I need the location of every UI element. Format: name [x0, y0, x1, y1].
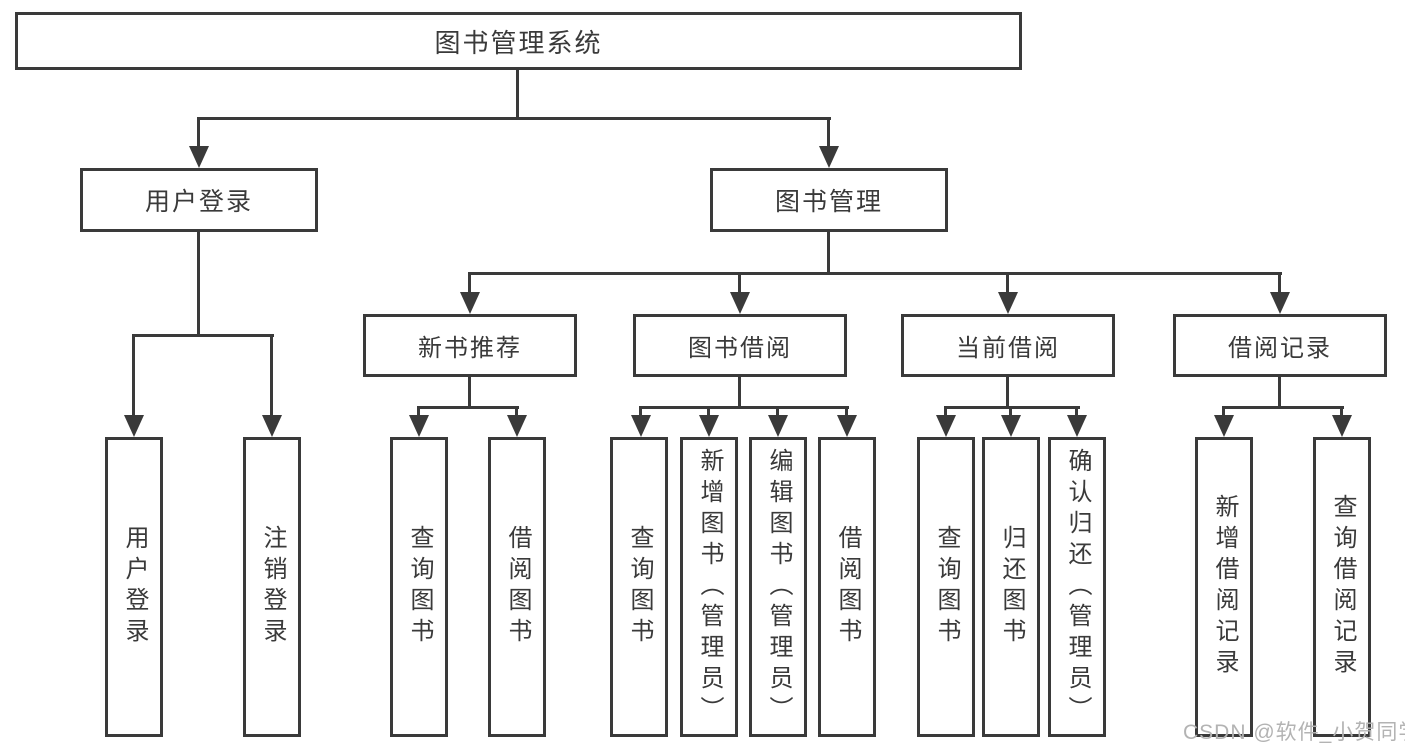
leaf-label: 查询借阅记录	[1329, 494, 1356, 680]
connector-line	[827, 230, 830, 274]
connector-line	[417, 406, 519, 409]
leaf-label: 查询图书	[933, 525, 960, 649]
connector-line	[738, 375, 741, 408]
connector-line	[1009, 406, 1012, 418]
arrow-down-icon	[460, 292, 480, 314]
leaf-newbook-query-books: 查询图书	[390, 437, 448, 737]
csdn-watermark: CSDN @软件_小贺同学	[1183, 721, 1405, 744]
leaf-borrowing-borrow-books: 借阅图书	[818, 437, 876, 737]
arrow-down-icon	[1067, 415, 1087, 437]
leaf-label: 归还图书	[998, 525, 1025, 649]
node-label: 当前借阅	[956, 335, 1060, 362]
leaf-newbook-borrow-books: 借阅图书	[488, 437, 546, 737]
leaf-current-return-books: 归还图书	[982, 437, 1040, 737]
connector-line	[197, 117, 200, 149]
leaf-borrowing-query-books: 查询图书	[610, 437, 668, 737]
connector-line	[468, 272, 1282, 275]
leaf-label: 查询图书	[626, 525, 653, 649]
arrow-down-icon	[837, 415, 857, 437]
arrow-down-icon	[819, 146, 839, 168]
node-label: 用户登录	[144, 188, 253, 216]
connector-line	[132, 334, 135, 418]
leaf-current-confirm-return-admin: 确认归还（管理员）	[1048, 437, 1106, 737]
arrow-down-icon	[262, 415, 282, 437]
connector-line	[845, 406, 848, 418]
leaf-records-query-borrow-record: 查询借阅记录	[1313, 437, 1371, 737]
node-borrowing-records: 借阅记录	[1173, 314, 1387, 377]
node-book-management-system: 图书管理系统	[15, 12, 1022, 70]
connector-line	[1006, 375, 1009, 408]
connector-line	[1278, 272, 1281, 294]
connector-line	[515, 406, 518, 418]
connector-line	[1222, 406, 1344, 409]
leaf-label: 新增借阅记录	[1211, 494, 1238, 680]
connector-line	[738, 272, 741, 294]
connector-line	[944, 406, 1080, 409]
leaf-records-add-borrow-record: 新增借阅记录	[1195, 437, 1253, 737]
arrow-down-icon	[409, 415, 429, 437]
leaf-logout: 注销登录	[243, 437, 301, 737]
node-new-book-recommendation: 新书推荐	[363, 314, 577, 377]
leaf-label: 确认归还（管理员）	[1064, 447, 1091, 727]
arrow-down-icon	[1001, 415, 1021, 437]
leaf-label: 新增图书（管理员）	[696, 447, 723, 727]
leaf-current-query-books: 查询图书	[917, 437, 975, 737]
connector-line	[132, 334, 274, 337]
connector-line	[417, 406, 420, 418]
connector-line	[197, 230, 200, 336]
node-book-borrowing: 图书借阅	[633, 314, 847, 377]
node-label: 图书借阅	[688, 335, 792, 362]
leaf-label: 编辑图书（管理员）	[765, 447, 792, 727]
leaf-label: 借阅图书	[834, 525, 861, 649]
leaf-label: 查询图书	[406, 525, 433, 649]
arrow-down-icon	[189, 146, 209, 168]
connector-line	[639, 406, 849, 409]
arrow-down-icon	[730, 292, 750, 314]
arrow-down-icon	[124, 415, 144, 437]
node-label: 图书管理系统	[434, 27, 603, 58]
node-label: 新书推荐	[418, 335, 522, 362]
connector-line	[1006, 272, 1009, 294]
connector-line	[516, 70, 519, 118]
connector-line	[1222, 406, 1225, 418]
connector-line	[197, 117, 831, 120]
arrow-down-icon	[936, 415, 956, 437]
connector-line	[468, 375, 471, 408]
connector-line	[639, 406, 642, 418]
arrow-down-icon	[1214, 415, 1234, 437]
connector-line	[776, 406, 779, 418]
leaf-borrowing-add-books-admin: 新增图书（管理员）	[680, 437, 738, 737]
arrow-down-icon	[1270, 292, 1290, 314]
node-label: 借阅记录	[1228, 335, 1332, 362]
leaf-label: 借阅图书	[504, 525, 531, 649]
arrow-down-icon	[699, 415, 719, 437]
leaf-label: 注销登录	[259, 525, 286, 649]
connector-line	[707, 406, 710, 418]
node-book-management: 图书管理	[710, 168, 948, 232]
connector-line	[1278, 375, 1281, 408]
connector-line	[270, 334, 273, 418]
leaf-label: 用户登录	[121, 525, 148, 649]
connector-line	[827, 117, 830, 149]
arrow-down-icon	[507, 415, 527, 437]
arrow-down-icon	[631, 415, 651, 437]
node-user-login: 用户登录	[80, 168, 318, 232]
leaf-user-login: 用户登录	[105, 437, 163, 737]
connector-line	[1340, 406, 1343, 418]
connector-line	[468, 272, 471, 294]
connector-line	[1075, 406, 1078, 418]
arrow-down-icon	[998, 292, 1018, 314]
arrow-down-icon	[768, 415, 788, 437]
arrow-down-icon	[1332, 415, 1352, 437]
node-current-borrowing: 当前借阅	[901, 314, 1115, 377]
connector-line	[944, 406, 947, 418]
node-label: 图书管理	[774, 188, 883, 216]
leaf-borrowing-edit-books-admin: 编辑图书（管理员）	[749, 437, 807, 737]
